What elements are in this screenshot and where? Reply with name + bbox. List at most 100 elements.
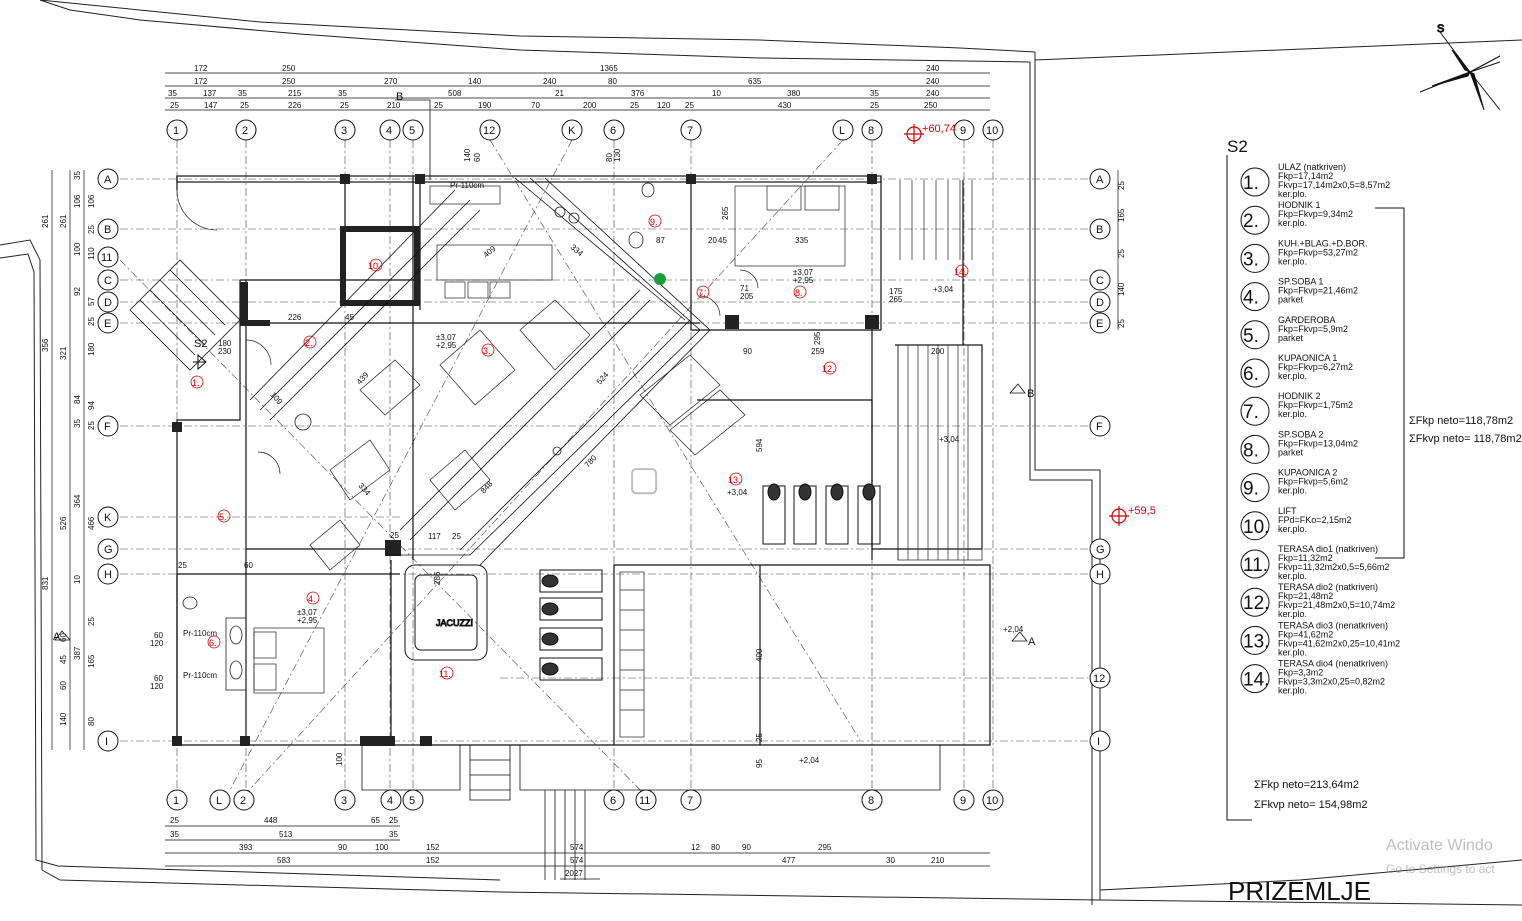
dim-left: 106 <box>73 194 82 208</box>
axis-label: 7 <box>687 125 693 137</box>
dim-inner: 80 <box>605 153 614 162</box>
legend-room-number: 3. <box>1243 249 1259 270</box>
axis-label: L <box>216 795 222 807</box>
left-dimensions: 261 356 831 261 321 526 35 106 106 25 10… <box>41 171 96 726</box>
dim-top: 250 <box>282 64 296 73</box>
dim-bottom: 574 <box>570 843 584 852</box>
dim-left: 94 <box>87 401 96 410</box>
green-marker-icon <box>654 273 666 285</box>
dim-right: 25 <box>1117 181 1126 190</box>
dim-inner: 25 <box>452 532 461 541</box>
legend-room-l4: ker.plo. <box>1278 686 1307 696</box>
s2-marker: S2 <box>193 338 207 371</box>
legend-room-l2: Fkp=11,32m2 <box>1278 553 1333 563</box>
legend-room-l3: parket <box>1278 295 1304 305</box>
dim-right: 165 <box>1117 208 1126 222</box>
bottom-dimension-lines <box>165 825 990 880</box>
dim-top: 25 <box>340 101 349 110</box>
level-mark: +2,04 <box>799 756 820 765</box>
legend-number-circle <box>1240 205 1270 235</box>
axis-label: 8 <box>868 795 874 807</box>
bathroom-fixtures <box>182 182 655 691</box>
legend-room-name: KUPAONICA 2 <box>1278 468 1337 478</box>
dim-inner: 409 <box>482 244 498 260</box>
legend-room-l3: ker.plo. <box>1278 486 1307 496</box>
dim-left: 10 <box>73 575 82 584</box>
axis-label: A <box>104 174 112 186</box>
legend-room-l2: Fkp=21,48m2 <box>1278 591 1333 601</box>
dim-bottom: 90 <box>338 843 347 852</box>
dim-top: 35 <box>168 89 177 98</box>
dim-inner: 45 <box>718 236 727 245</box>
dim-bottom: 210 <box>931 856 945 865</box>
level-marks: ±3,07 +2,95 ±3,07 +2,95 ±3,07 +2,95 +3,0… <box>297 268 1024 765</box>
axis-label: H <box>104 569 112 581</box>
dim-bottom: 12 <box>691 843 700 852</box>
dim-left: 25 <box>87 225 96 234</box>
dim-left: 80 <box>87 717 96 726</box>
dim-inner: 226 <box>288 313 302 322</box>
dim-top: 376 <box>631 89 645 98</box>
small-label: Pr-110cm <box>450 181 484 190</box>
stairs <box>129 259 941 880</box>
dim-inner: 295 <box>813 331 822 345</box>
legend-room-name: TERASA dio4 (nenatkriven) <box>1278 659 1388 669</box>
legend-room-l4: ker.plo. <box>1278 647 1307 657</box>
dim-inner: 60 <box>473 153 482 162</box>
room-number: 6. <box>209 638 217 648</box>
legend-room-name: GARDEROBA <box>1278 315 1336 325</box>
dim-inner: 334 <box>569 243 585 259</box>
legend-room-name: KUH.+BLAG.+D.BOR. <box>1278 238 1368 248</box>
level-mark: +2,95 <box>297 616 318 625</box>
dim-left: 165 <box>87 654 96 668</box>
dim-bottom: 30 <box>886 856 895 865</box>
dim-left: 831 <box>41 576 50 590</box>
dim-left: 25 <box>87 421 96 430</box>
dim-left: 57 <box>87 297 96 306</box>
legend-number-circle <box>1240 625 1270 655</box>
dim-top: 140 <box>468 77 482 86</box>
door-swings <box>176 189 759 475</box>
legend-room-number: 7. <box>1243 402 1259 423</box>
dim-bottom: 25 <box>389 816 398 825</box>
axis-label: 8 <box>868 125 874 137</box>
jacuzzi-label: JACUZZI <box>436 618 473 628</box>
legend-room-l2: Fkp=41,62m2 <box>1278 629 1333 639</box>
axis-label: G <box>1096 544 1105 556</box>
column-axis-bubbles-top <box>166 119 1004 141</box>
dim-top: 1365 <box>600 64 618 73</box>
small-label: Pr-110cm <box>183 671 217 680</box>
axis-label: 5 <box>409 795 415 807</box>
subtotal-kp: ΣFkp neto=118,78m2 <box>1409 415 1513 427</box>
dim-top: 215 <box>288 89 302 98</box>
sink-icon <box>229 625 243 645</box>
dim-top: 80 <box>608 77 617 86</box>
dim-inner: 60 <box>154 631 163 640</box>
legend-room-l4: ker.plo. <box>1278 571 1307 581</box>
dim-top: 172 <box>194 77 208 86</box>
legend-room-l3: Fkvp=41,62m2x0,25=10,41m2 <box>1278 638 1400 648</box>
room-number: 10. <box>368 261 381 271</box>
legend-room-l3: Fkvp=3,3m2x0,25=0,82m2 <box>1278 677 1385 687</box>
room-number: 14. <box>954 267 967 277</box>
legend-room-name: SP.SOBA 1 <box>1278 277 1323 287</box>
axis-label: B <box>104 224 111 236</box>
legend-room-number: 11. <box>1243 555 1268 576</box>
axis-label: 9 <box>960 125 966 137</box>
dim-top: 21 <box>555 89 564 98</box>
row-axis-bubbles-right <box>1089 168 1111 752</box>
legend-room-l2: Fkp=3,3m2 <box>1278 668 1323 678</box>
sink-icon <box>628 231 644 249</box>
activation-watermark-line2: Go to Settings to act <box>1386 862 1495 876</box>
room-number: 1. <box>192 378 200 388</box>
legend-room-name: HODNIK 1 <box>1278 200 1321 210</box>
dim-top: 120 <box>657 101 671 110</box>
elevation-cross-icon <box>904 124 924 144</box>
dim-inner: 594 <box>755 438 764 452</box>
dim-bottom: 574 <box>570 856 584 865</box>
dim-inner: 45 <box>345 313 354 322</box>
legend-room-l2: Fkp=Fkvp=6,27m2 <box>1278 362 1353 372</box>
dim-bottom: 2027 <box>565 869 583 878</box>
elevation-right: +59,5 <box>1128 505 1156 517</box>
